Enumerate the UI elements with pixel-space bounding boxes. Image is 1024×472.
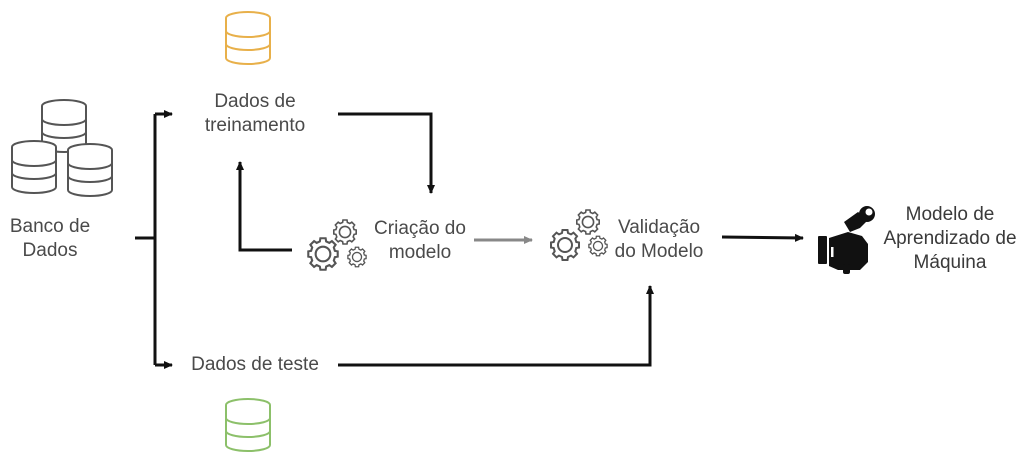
- model-creation-label-line2: modelo: [388, 242, 452, 263]
- validation-label-line2: do Modelo: [614, 241, 704, 262]
- ml-model-label-line2: Aprendizado de: [883, 228, 1017, 249]
- test-data-label: Dados de teste: [180, 353, 330, 377]
- model-creation-gears-icon: [307, 219, 367, 271]
- training-data-label: Dados de treinamento: [190, 90, 320, 138]
- ml-model-label-line1: Modelo de: [905, 204, 995, 225]
- training-data-label-line1: Dados de: [214, 91, 296, 112]
- ml-model-label-line3: Máquina: [913, 252, 987, 273]
- connector-lines: [135, 110, 804, 369]
- validation-label: Validação do Modelo: [604, 216, 714, 264]
- ml-model-label: Modelo de Aprendizado de Máquina: [876, 203, 1024, 275]
- training-database-icon: [225, 11, 271, 65]
- database-label-line2: Dados: [22, 240, 78, 261]
- validation-gears-icon: [550, 209, 608, 261]
- test-database-icon: [225, 398, 271, 452]
- hand-wrench-icon: [818, 206, 875, 274]
- database-label-line1: Banco de: [9, 216, 91, 237]
- model-creation-label-line1: Criação do: [374, 218, 466, 239]
- database-stack-icon: [11, 99, 113, 197]
- training-data-label-line2: treinamento: [204, 115, 306, 136]
- test-data-label-line1: Dados de teste: [191, 354, 319, 375]
- database-label: Banco de Dados: [0, 215, 100, 263]
- model-creation-label: Criação do modelo: [365, 217, 475, 265]
- validation-label-line1: Validação: [617, 217, 701, 238]
